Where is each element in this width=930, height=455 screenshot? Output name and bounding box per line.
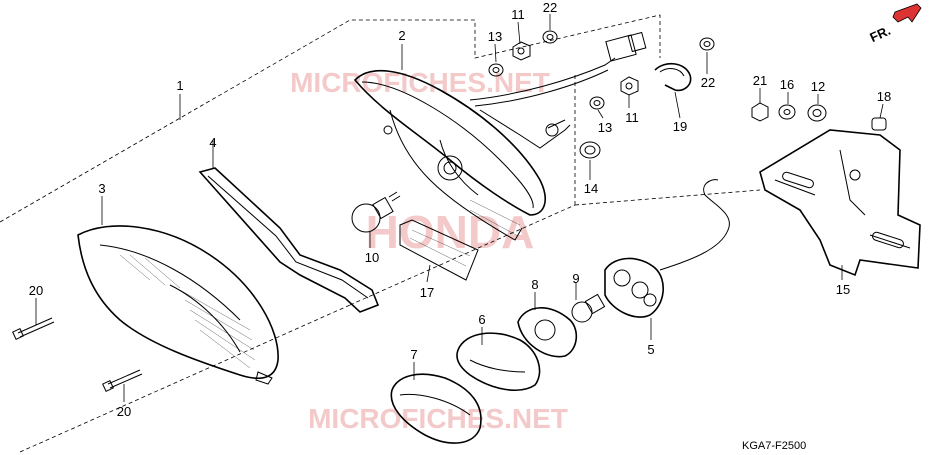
callout-16: 16	[780, 77, 794, 92]
callout-20-upper: 20	[29, 283, 43, 298]
bulb-10	[351, 191, 401, 233]
callout-22-top: 22	[543, 0, 557, 15]
watermark-bottom: MICROFICHES.NET	[308, 403, 568, 434]
callout-4: 4	[209, 135, 216, 150]
callout-14: 14	[584, 181, 598, 196]
callout-11-top: 11	[511, 7, 525, 22]
screw-upper	[12, 317, 55, 340]
nut-21	[751, 102, 769, 122]
callout-17: 17	[420, 285, 434, 300]
callout-21: 21	[753, 73, 767, 88]
collar-12	[807, 104, 827, 122]
diagram-code: KGA7-F2500	[742, 440, 806, 452]
callout-10: 10	[365, 250, 379, 265]
nut-11-top	[512, 41, 531, 61]
callout-7: 7	[410, 347, 417, 362]
lamp-housing	[456, 332, 541, 391]
washer-13-mid	[589, 96, 605, 110]
assembly-boundary	[0, 14, 761, 453]
callout-9: 9	[572, 271, 579, 286]
callout-18: 18	[877, 89, 891, 104]
wire-clamp	[654, 62, 692, 92]
nut-11-mid	[620, 76, 639, 96]
leader-lines	[35, 14, 884, 402]
grommet-14	[579, 141, 601, 159]
taillight-lens	[77, 225, 279, 385]
license-lamp-socket	[604, 179, 730, 318]
lamp-gasket	[517, 307, 578, 358]
callout-1: 1	[176, 78, 183, 93]
wire-connector	[605, 31, 647, 62]
taillight-housing	[353, 57, 616, 241]
callout-20-lower: 20	[117, 404, 131, 419]
callout-19: 19	[673, 119, 687, 134]
cap-18	[871, 117, 887, 131]
callout-15: 15	[836, 282, 850, 297]
front-direction-label: FR.	[867, 23, 892, 45]
callout-11-mid: 11	[625, 110, 639, 125]
washer-13-top	[488, 63, 504, 77]
watermark-center: HONDA	[366, 206, 535, 258]
callout-5: 5	[647, 342, 654, 357]
washer-16	[778, 104, 796, 120]
callout-13-top: 13	[488, 29, 502, 44]
callout-3: 3	[98, 181, 105, 196]
grommet-22-top	[542, 30, 558, 44]
reflector-plate	[399, 219, 479, 281]
callout-12: 12	[811, 79, 825, 94]
screw-lower	[102, 369, 143, 392]
front-direction-arrow: FR.	[867, 3, 922, 45]
license-bracket	[759, 129, 921, 277]
bulb-9	[571, 293, 606, 323]
callout-6: 6	[478, 312, 485, 327]
lamp-lens	[390, 373, 482, 444]
grommet-22-right	[699, 37, 715, 51]
watermark-top: MICROFICHES.NET	[290, 67, 550, 98]
callout-2: 2	[398, 28, 405, 43]
callout-22-right: 22	[701, 75, 715, 90]
callout-13-mid: 13	[598, 120, 612, 135]
callout-8: 8	[531, 277, 538, 292]
gasket	[198, 167, 380, 313]
